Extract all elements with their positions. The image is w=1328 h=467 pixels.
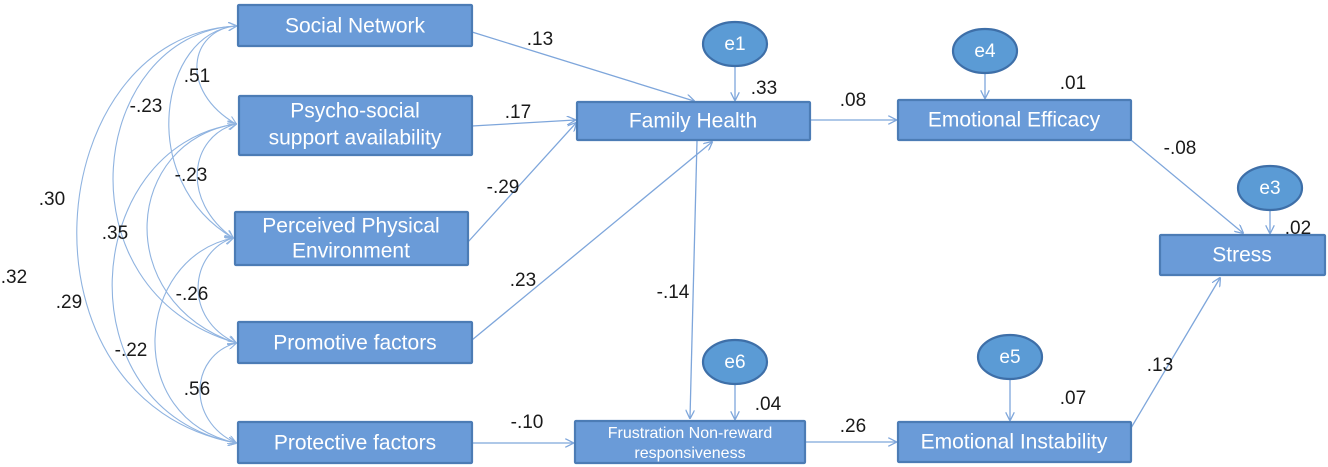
covariance-arc-social-network-promotive bbox=[112, 26, 236, 343]
coef-cov-perceived-env-protective: -.22 bbox=[115, 340, 148, 361]
path-promotive-to-family-health bbox=[471, 142, 712, 341]
node-protective-factors-rect[interactable] bbox=[236, 420, 474, 465]
coef-e5-to-emotional-instability: .07 bbox=[1060, 388, 1086, 409]
node-error-e5-ellipse[interactable] bbox=[976, 333, 1044, 381]
path-perceived-env-to-family-health bbox=[467, 123, 576, 243]
node-error-e3[interactable]: e3 bbox=[1236, 164, 1304, 212]
node-stress-rect[interactable] bbox=[1158, 233, 1327, 277]
path-social-network-to-family-health bbox=[471, 31, 694, 101]
coef-family-health-to-emotional-efficacy: .08 bbox=[840, 90, 866, 111]
covariance-coefficient-labels-group: .51 -.23 -.23 .30 .35 -.26 .32 .29 -.22 … bbox=[1, 66, 210, 400]
node-protective-factors[interactable]: Protective factors bbox=[236, 420, 474, 465]
covariance-arc-social-network-psychosocial bbox=[196, 26, 236, 124]
covariance-arc-perceived-env-protective bbox=[154, 238, 236, 443]
coef-perceived-env-to-family-health: -.29 bbox=[487, 177, 520, 198]
coef-cov-social-network-protective: .32 bbox=[1, 267, 27, 288]
covariance-arc-social-network-protective bbox=[76, 26, 236, 443]
coef-cov-psychosocial-promotive: .35 bbox=[102, 223, 128, 244]
node-emotional-instability-rect[interactable] bbox=[896, 420, 1133, 464]
coef-cov-social-network-promotive: .30 bbox=[39, 189, 65, 210]
path-emotional-instability-to-stress bbox=[1130, 278, 1220, 429]
coef-social-network-to-family-health: .13 bbox=[527, 29, 553, 50]
coef-emotional-instability-to-stress: .13 bbox=[1147, 355, 1173, 376]
covariance-arc-social-network-perceived-env bbox=[168, 26, 236, 238]
node-error-e1[interactable]: e1 bbox=[701, 20, 769, 68]
coef-cov-perceived-env-promotive: -.26 bbox=[176, 284, 209, 305]
coef-cov-psychosocial-perceived-env: -.23 bbox=[175, 165, 208, 186]
node-social-network-rect[interactable] bbox=[236, 3, 474, 48]
coef-emotional-efficacy-to-stress: -.08 bbox=[1164, 138, 1197, 159]
error-coefficient-labels-group: .33 .01 .02 .04 .07 bbox=[751, 73, 1311, 415]
coef-family-health-to-frustration: -.14 bbox=[657, 282, 690, 303]
coef-e3-to-stress: .02 bbox=[1285, 218, 1311, 239]
node-error-e5[interactable]: e5 bbox=[976, 333, 1044, 381]
covariance-arc-psychosocial-perceived-env bbox=[196, 124, 236, 238]
node-psychosocial-support-rect[interactable] bbox=[237, 94, 474, 157]
node-family-health-rect[interactable] bbox=[575, 100, 812, 142]
node-error-e6-ellipse[interactable] bbox=[701, 338, 769, 386]
node-promotive-factors-rect[interactable] bbox=[236, 320, 474, 365]
node-stress[interactable]: Stress bbox=[1158, 233, 1327, 277]
covariance-arc-psychosocial-promotive bbox=[146, 124, 236, 343]
path-family-health-to-frustration bbox=[690, 140, 698, 418]
coef-e4-to-emotional-efficacy: .01 bbox=[1060, 73, 1086, 94]
path-emotional-efficacy-to-stress bbox=[1130, 139, 1243, 233]
node-frustration-non-reward-responsiveness-rect[interactable] bbox=[573, 419, 807, 465]
node-error-e6[interactable]: e6 bbox=[701, 338, 769, 386]
covariance-arc-perceived-env-promotive bbox=[197, 238, 236, 343]
node-error-e4-ellipse[interactable] bbox=[951, 27, 1019, 75]
coef-cov-social-network-perceived-env: -.23 bbox=[130, 96, 163, 117]
node-emotional-efficacy-rect[interactable] bbox=[896, 98, 1133, 142]
node-emotional-instability[interactable]: Emotional Instability bbox=[896, 420, 1133, 464]
coef-e1-to-family-health: .33 bbox=[751, 78, 777, 99]
node-error-e1-ellipse[interactable] bbox=[701, 20, 769, 68]
coef-promotive-to-family-health: .23 bbox=[510, 270, 536, 291]
coef-e6-to-frustration: .04 bbox=[755, 394, 782, 415]
coef-protective-to-frustration: -.10 bbox=[511, 412, 544, 433]
node-social-network[interactable]: Social Network bbox=[236, 3, 474, 48]
structural-paths-group bbox=[467, 31, 1243, 443]
covariance-arc-promotive-protective bbox=[199, 343, 236, 443]
node-error-e3-ellipse[interactable] bbox=[1236, 164, 1304, 212]
error-nodes-group: e1 e4 e3 e6 e5 bbox=[701, 20, 1304, 386]
structural-coefficient-labels-group: .13 .17 -.29 .23 -.10 .08 -.14 .26 -.08 … bbox=[487, 29, 1197, 437]
path-psychosocial-to-family-health bbox=[471, 120, 575, 127]
error-paths-group bbox=[735, 66, 1270, 420]
covariance-arc-psychosocial-protective bbox=[111, 124, 236, 443]
coef-frustration-to-emotional-instability: .26 bbox=[840, 416, 866, 437]
node-perceived-physical-environment[interactable]: Perceived Physical Environment bbox=[233, 210, 470, 267]
node-promotive-factors[interactable]: Promotive factors bbox=[236, 320, 474, 365]
coef-psychosocial-to-family-health: .17 bbox=[505, 102, 531, 123]
node-psychosocial-support[interactable]: Psycho-social support availability bbox=[237, 94, 474, 157]
node-frustration-non-reward-responsiveness[interactable]: Frustration Non-reward responsiveness bbox=[573, 419, 807, 465]
node-error-e4[interactable]: e4 bbox=[951, 27, 1019, 75]
node-family-health[interactable]: Family Health bbox=[575, 100, 812, 142]
node-perceived-physical-environment-rect[interactable] bbox=[233, 210, 470, 267]
node-emotional-efficacy[interactable]: Emotional Efficacy bbox=[896, 98, 1133, 142]
coef-cov-social-network-psychosocial: .51 bbox=[184, 66, 210, 87]
covariance-arcs-group bbox=[76, 26, 236, 443]
coef-cov-promotive-protective: .56 bbox=[184, 379, 210, 400]
coef-cov-psychosocial-protective: .29 bbox=[56, 292, 82, 313]
